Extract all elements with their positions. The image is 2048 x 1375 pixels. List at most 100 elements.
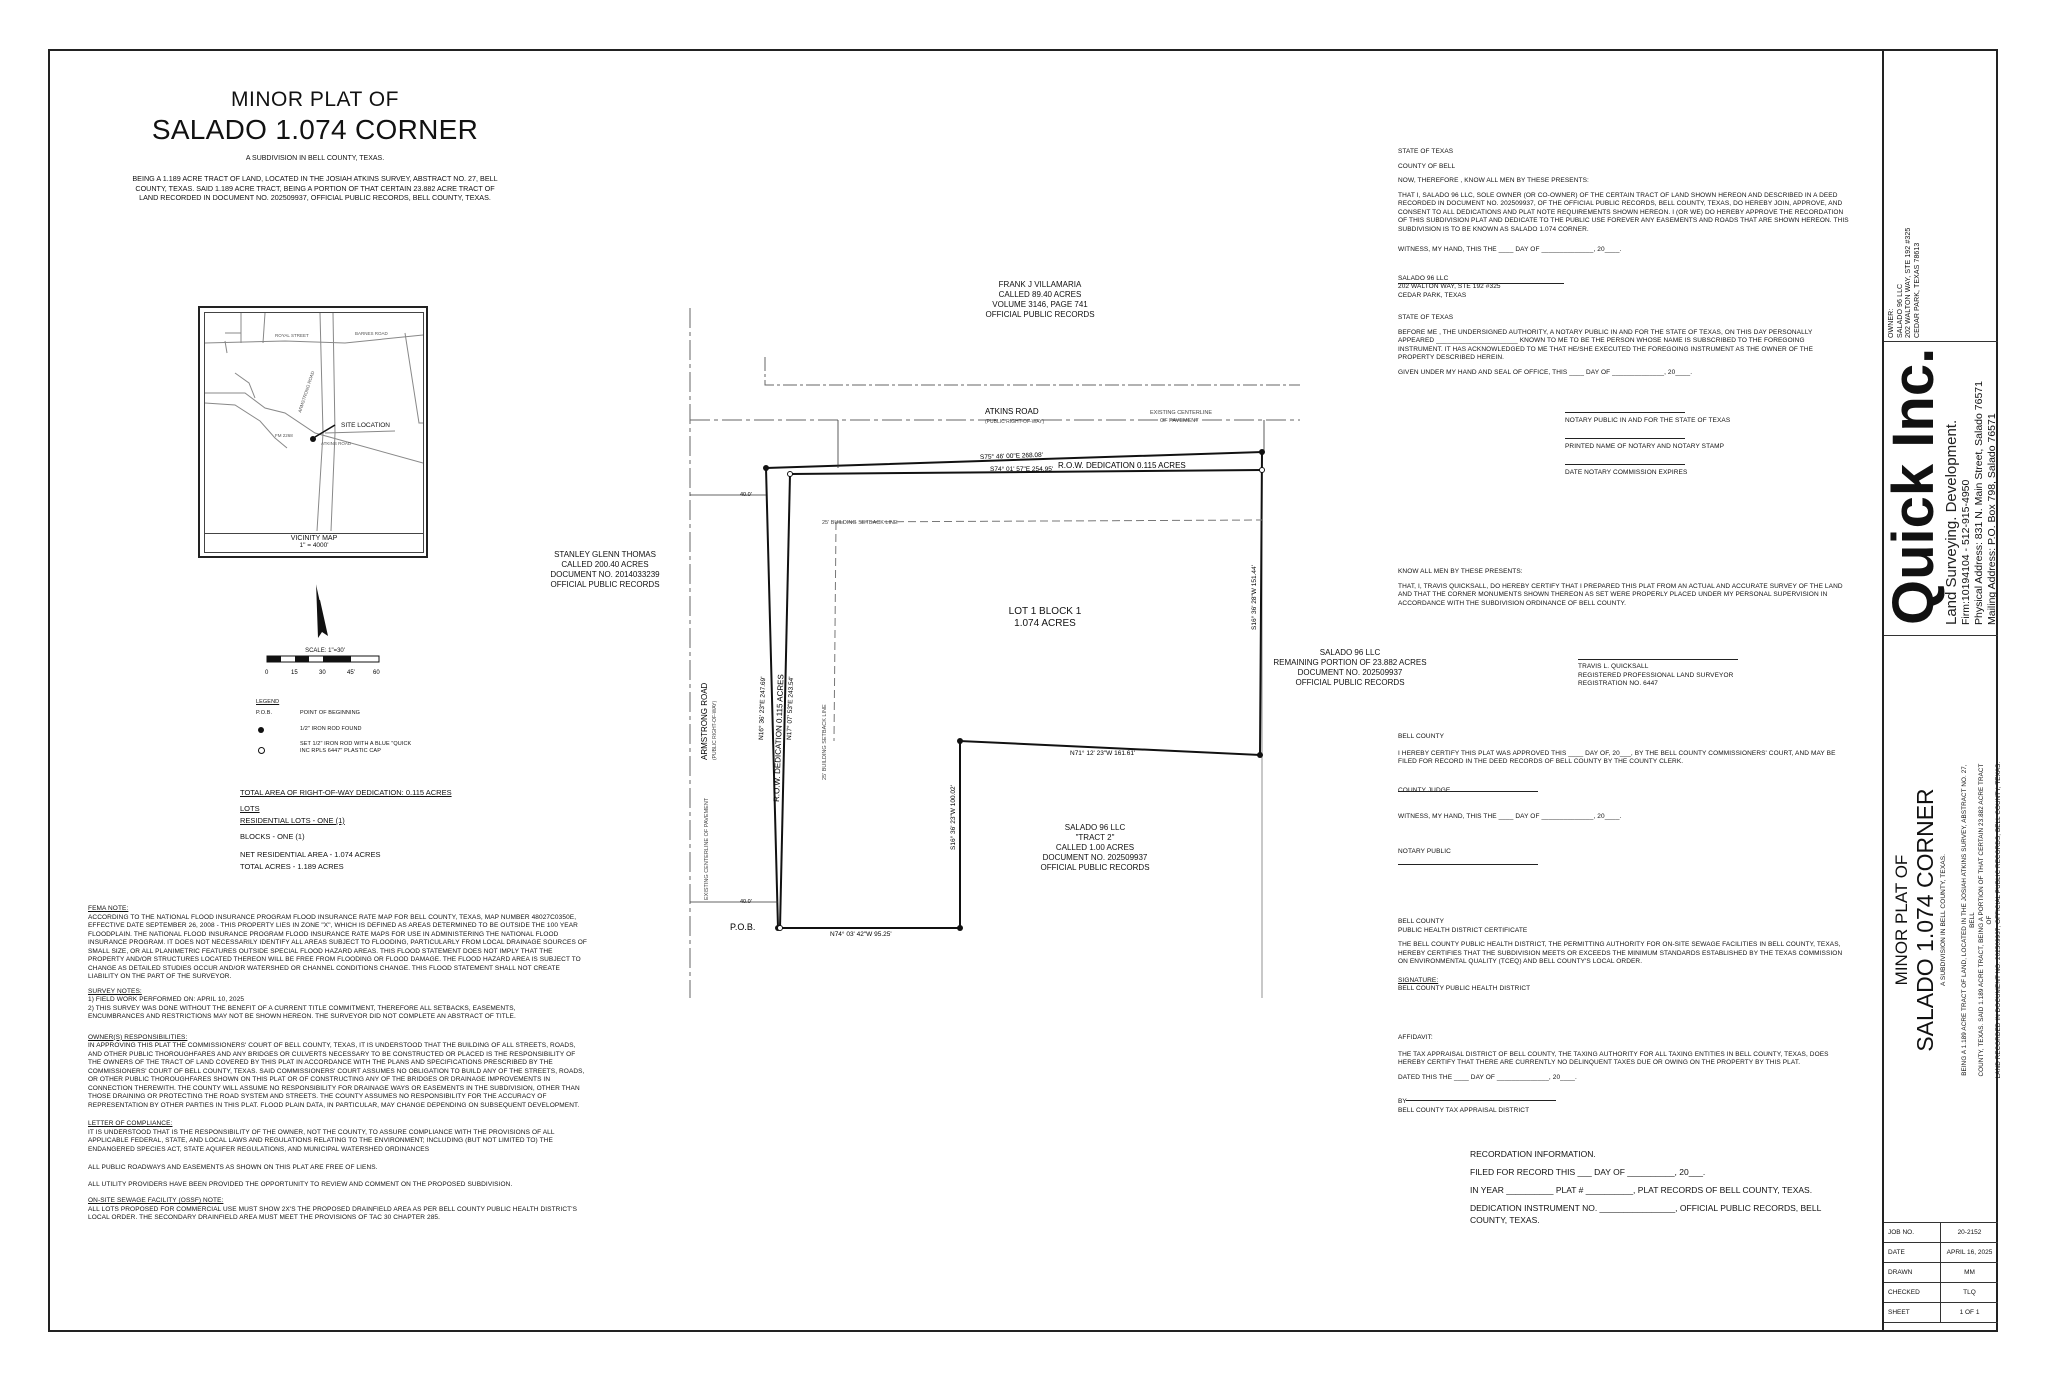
health-head-2: PUBLIC HEALTH DISTRICT CERTIFICATE bbox=[1398, 926, 1528, 934]
bearing-south-east: S16° 36' 23"W 100.02' bbox=[949, 785, 957, 850]
existing-cl-1: EXISTING CENTERLINE bbox=[1150, 410, 1212, 416]
signature-line bbox=[1398, 283, 1564, 284]
iron-rod-set-icon bbox=[258, 747, 265, 754]
road-line bbox=[205, 392, 424, 464]
cert-state: STATE OF TEXAS bbox=[1398, 148, 1454, 155]
owner-line: DOCUMENT NO. 2014033239 bbox=[550, 570, 660, 579]
owner-line: "TRACT 2" bbox=[1075, 833, 1115, 842]
lot-line: LOT 1 BLOCK 1 bbox=[1008, 606, 1082, 617]
site-arrow bbox=[314, 424, 336, 438]
north-arrow-icon bbox=[315, 581, 328, 638]
scale-bar: SCALE: 1"=30' 0 15 30 45' 60 bbox=[265, 648, 385, 685]
legend-iron-set: SET 1/2" IRON ROD WITH A BLUE "QUICK INC… bbox=[300, 741, 412, 754]
signature-line bbox=[1578, 659, 1738, 660]
owner-label: OWNER: bbox=[1888, 308, 1895, 338]
signature-line bbox=[1406, 1100, 1556, 1101]
legend: LEGEND P.O.B. POINT OF BEGINNING 1/2" IR… bbox=[256, 698, 456, 759]
county-approval: BELL COUNTY I HEREBY CERTIFY THIS PLAT W… bbox=[1398, 733, 1850, 865]
owner-line: CALLED 200.40 ACRES bbox=[561, 560, 649, 569]
scale-tick: 30 bbox=[319, 670, 326, 676]
signature-line bbox=[1565, 464, 1685, 465]
side-title-desc: BEING A 1.189 ACRE TRACT OF LAND, LOCATE… bbox=[1960, 764, 1977, 1076]
scale-tick: 15 bbox=[291, 670, 298, 676]
north-adjoiner-line bbox=[764, 357, 1300, 386]
summary-blocks: BLOCKS - ONE (1) bbox=[240, 832, 305, 841]
owner-line: OFFICIAL PUBLIC RECORDS bbox=[1040, 863, 1150, 872]
title-line1: MINOR PLAT OF bbox=[231, 88, 399, 111]
recordation-head: RECORDATION INFORMATION. bbox=[1470, 1149, 1596, 1159]
owner-sig-city: CEDAR PARK, TEXAS bbox=[1398, 291, 1467, 299]
legend-pob-abbr: P.O.B. bbox=[256, 709, 273, 716]
scale-tick: 0 bbox=[265, 670, 269, 676]
notary-given: GIVEN UNDER MY HAND AND SEAL OF OFFICE, … bbox=[1398, 368, 1693, 376]
south-owner-label: SALADO 96 LLC "TRACT 2" CALLED 1.00 ACRE… bbox=[1010, 823, 1180, 873]
county-judge: COUNTY JUDGE bbox=[1398, 786, 1451, 794]
owner-sig-name: SALADO 96 LLC bbox=[1398, 274, 1449, 282]
owner-line: CALLED 1.00 ACRES bbox=[1055, 843, 1135, 852]
tb-key: CHECKED bbox=[1884, 1283, 1941, 1302]
drawing-border bbox=[48, 49, 1998, 1332]
owner-line: SALADO 96 LLC bbox=[1064, 823, 1126, 832]
scale-label: SCALE: 1"=30' bbox=[305, 648, 345, 654]
summary-lots-head: LOTS bbox=[240, 804, 260, 813]
bearing-west-inner: N17° 07' 53"E 243.54' bbox=[785, 676, 795, 740]
signature-line bbox=[1565, 438, 1685, 439]
health-signature: SIGNATURE: bbox=[1398, 976, 1439, 984]
divider bbox=[1884, 635, 1998, 636]
title-description: BEING A 1.189 ACRE TRACT OF LAND, LOCATE… bbox=[132, 174, 498, 202]
cert-know-all: NOW, THEREFORE , KNOW ALL MEN BY THESE P… bbox=[1398, 177, 1589, 184]
owner-witness: WITNESS, MY HAND, THIS THE ____ DAY OF _… bbox=[1398, 246, 1622, 253]
armstrong-cl-label: EXISTING CENTERLINE OF PAVEMENT bbox=[704, 797, 710, 900]
bearing-south: N74° 03' 42"W 95.25' bbox=[830, 930, 892, 938]
side-title-line1: MINOR PLAT OF bbox=[1892, 854, 1911, 986]
vicinity-caption: VICINITY MAP bbox=[290, 535, 338, 542]
owner-line: REMAINING PORTION OF 23.882 ACRES bbox=[1273, 658, 1427, 667]
map-label-fm: FM 2268 bbox=[275, 433, 293, 438]
notary-state: STATE OF TEXAS bbox=[1398, 314, 1454, 321]
surveyor-certificate: KNOW ALL MEN BY THESE PRESENTS: THAT, I,… bbox=[1398, 568, 1850, 608]
survey-note-1: 1) FIELD WORK PERFORMED ON: APRIL 10, 20… bbox=[88, 996, 245, 1003]
owner-line: OFFICIAL PUBLIC RECORDS bbox=[985, 310, 1095, 319]
vicinity-map-drawing: ROYAL STREET BARNES ROAD ARMSTRONG ROAD … bbox=[204, 312, 424, 532]
tax-certificate: AFFIDAVIT: THE TAX APPRAISAL DISTRICT OF… bbox=[1398, 1034, 1850, 1115]
scale-bar-graphic: 0 15 30 45' 60 bbox=[265, 655, 380, 676]
row-line-north bbox=[789, 469, 1263, 475]
map-label-barnes: BARNES ROAD bbox=[355, 331, 389, 336]
iron-rod-found-icon bbox=[1259, 449, 1265, 455]
owner-line: DOCUMENT NO. 202509937 bbox=[1297, 668, 1403, 677]
signature-line bbox=[1398, 864, 1538, 865]
owner-line: 202 WALTON WAY, STE 192 #325 bbox=[1905, 227, 1912, 338]
bearing-east: S16° 36' 28"W 151.44' bbox=[1250, 565, 1258, 630]
iron-rod-found-icon bbox=[763, 465, 769, 471]
utilities-note: ALL UTILITY PROVIDERS HAVE BEEN PROVIDED… bbox=[88, 1180, 513, 1188]
legend-iron-found: 1/2" IRON ROD FOUND bbox=[300, 725, 362, 732]
owners-head: OWNER(S) RESPONSIBILITIES: bbox=[88, 1033, 188, 1041]
vicinity-map: ROYAL STREET BARNES ROAD ARMSTRONG ROAD … bbox=[198, 306, 428, 558]
surveyor-text: THAT, I, TRAVIS QUICKSALL, DO HEREBY CER… bbox=[1398, 582, 1843, 607]
summary-lots: RESIDENTIAL LOTS - ONE (1) bbox=[240, 816, 345, 825]
armstrong-road-label: ARMSTRONG ROAD bbox=[700, 682, 709, 760]
company-logo: Quick Inc. Land Surveying. Development. … bbox=[1881, 335, 1999, 625]
owners-note: IN APPROVING THIS PLAT THE COMMISSIONERS… bbox=[88, 1042, 585, 1109]
vicinity-scale: 1" = 4000' bbox=[299, 542, 329, 549]
bearing-mid: N71° 12' 23"W 161.61' bbox=[1070, 749, 1135, 757]
ossf-head: ON-SITE SEWAGE FACILITY (OSSF) NOTE: bbox=[88, 1197, 224, 1204]
owner-dedication-text: THAT I, SALADO 96 LLC, SOLE OWNER (OR CO… bbox=[1398, 191, 1849, 233]
surveyor-title: REGISTERED PROFESSIONAL LAND SURVEYOR bbox=[1578, 671, 1734, 679]
signature-line bbox=[1565, 412, 1685, 413]
notary-line-3: DATE NOTARY COMMISSION EXPIRES bbox=[1565, 469, 1688, 476]
iron-rod-set-icon bbox=[1259, 467, 1265, 473]
owner-line: STANLEY GLENN THOMAS bbox=[554, 550, 656, 559]
divider bbox=[1884, 341, 1998, 342]
tb-value: MM bbox=[1964, 1269, 1975, 1276]
notary-line-2: PRINTED NAME OF NOTARY AND NOTARY STAMP bbox=[1565, 443, 1725, 450]
side-title-line2: SALADO 1.074 CORNER bbox=[1912, 788, 1938, 1052]
recordation-year: IN YEAR __________ PLAT # __________, PL… bbox=[1470, 1185, 1813, 1195]
row-line-west bbox=[779, 473, 791, 929]
west-owner-label: STANLEY GLENN THOMAS CALLED 200.40 ACRES… bbox=[520, 550, 690, 590]
owner-info-rotated: OWNER: SALADO 96 LLC 202 WALTON WAY, STE… bbox=[1888, 78, 1922, 338]
pob-label: P.O.B. bbox=[730, 922, 755, 932]
